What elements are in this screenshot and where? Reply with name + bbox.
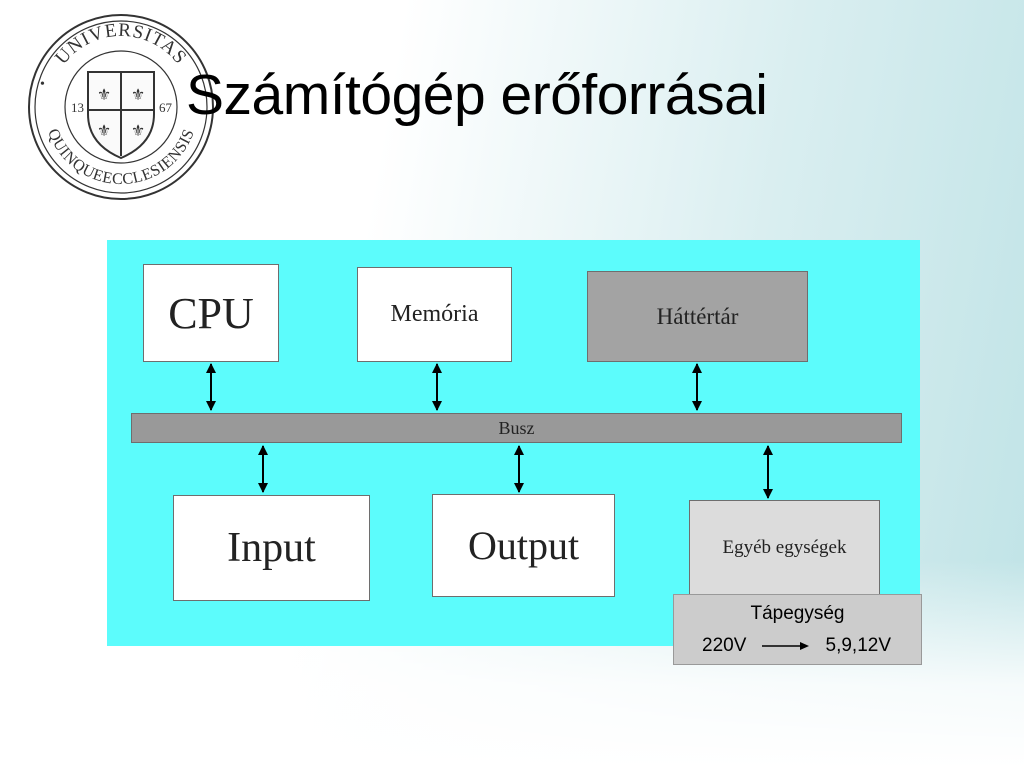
svg-text:67: 67: [159, 100, 173, 115]
storage-box: Háttértár: [587, 271, 808, 362]
svg-text:⚜: ⚜: [97, 87, 111, 104]
other-units-box: Egyéb egységek: [689, 500, 880, 596]
logo-panel: UNIVERSITAS QUINQUEECCLESIENSIS • ⚜ ⚜ ⚜ …: [0, 0, 246, 222]
connection-arrows: [206, 363, 773, 499]
storage-label: Háttértár: [656, 303, 739, 329]
right-arrow-icon: [762, 642, 809, 650]
computer-architecture-diagram: CPU Memória Háttértár Busz Input Output …: [107, 240, 920, 646]
output-label: Output: [467, 523, 580, 568]
bus-bar: Busz: [131, 413, 902, 443]
svg-text:•: •: [40, 77, 45, 92]
cpu-label: CPU: [168, 288, 254, 338]
output-box: Output: [432, 494, 615, 597]
input-label: Input: [227, 525, 316, 571]
svg-text:⚜: ⚜: [131, 87, 145, 104]
svg-text:13: 13: [71, 100, 84, 115]
power-output-voltages: 5,9,12V: [825, 635, 892, 656]
power-supply-box: Tápegység 220V 5,9,12V: [673, 594, 922, 665]
power-input-voltage: 220V: [702, 635, 747, 656]
memory-label: Memória: [390, 301, 479, 327]
power-supply-label: Tápegység: [750, 603, 845, 624]
svg-text:⚜: ⚜: [131, 123, 145, 140]
svg-text:⚜: ⚜: [97, 123, 111, 140]
bus-label: Busz: [498, 417, 535, 438]
input-box: Input: [173, 495, 370, 601]
slide-title: Számítógép erőforrásai: [186, 63, 768, 127]
other-units-label: Egyéb egységek: [722, 537, 847, 558]
memory-box: Memória: [357, 267, 512, 362]
cpu-box: CPU: [143, 264, 279, 362]
university-seal-logo: UNIVERSITAS QUINQUEECCLESIENSIS • ⚜ ⚜ ⚜ …: [28, 14, 214, 200]
shield-icon: ⚜ ⚜ ⚜ ⚜: [87, 71, 155, 160]
